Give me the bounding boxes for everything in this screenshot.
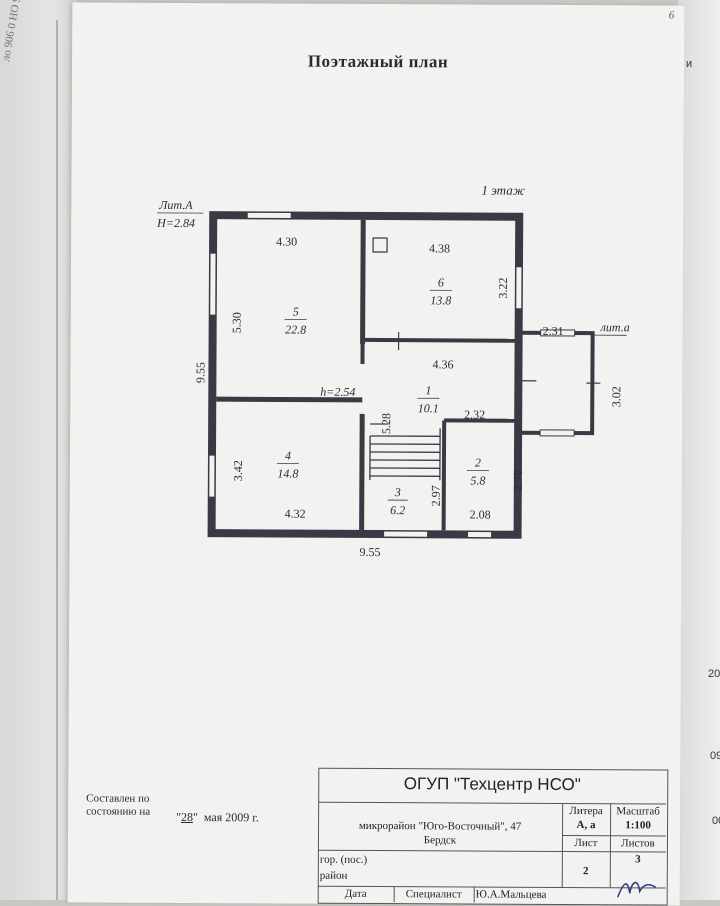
porch-wall <box>518 333 593 433</box>
signature <box>614 873 662 903</box>
window <box>210 253 216 315</box>
left-page-scribble: ло 906 0 НО 990 <box>0 0 25 62</box>
height-label: H=2.84 <box>156 216 195 230</box>
sheet-value: 2 <box>562 865 610 877</box>
window <box>209 455 215 497</box>
room-number: 3 <box>394 485 401 499</box>
org-name: ОГУП "Техцентр НСО" <box>318 774 666 796</box>
composed-label: Составлен по состоянию на <box>86 792 150 818</box>
room-area: 5.8 <box>470 473 485 487</box>
wall <box>363 340 517 341</box>
litera-header: Литера <box>562 805 610 817</box>
right-page-text: 00 <box>712 815 720 827</box>
right-page-text: и <box>686 58 692 70</box>
composed-line: Составлен по <box>86 792 150 805</box>
wall <box>362 414 363 530</box>
room-area: 13.8 <box>430 293 451 307</box>
litera-value: А, а <box>562 819 610 831</box>
room-number: 5 <box>293 305 299 319</box>
dim-label: 3.42 <box>231 460 245 481</box>
city-label: гор. (пос.) <box>320 854 367 866</box>
wall <box>363 220 364 344</box>
composed-day: 28 <box>181 810 193 824</box>
floor-label: 1 этаж <box>481 183 525 198</box>
window <box>247 212 291 218</box>
sheets-value: 3 <box>610 853 666 865</box>
dim-label: 2.97 <box>429 485 443 506</box>
dim-label: 4.36 <box>432 357 453 371</box>
dim-label: 2.31 <box>543 324 564 338</box>
dim-label: 5.28 <box>379 413 393 434</box>
stairs <box>370 428 440 480</box>
right-page-text: 09 <box>710 750 720 762</box>
sheets-header: Листов <box>610 837 666 849</box>
room-area: 14.8 <box>277 466 298 480</box>
floor-plan: 1 этаж Лит.А H=2.84 лит.а h=2.54 4.30 4.… <box>68 2 684 765</box>
window <box>384 531 428 537</box>
specialist-name: Ю.А.Мальцева <box>476 889 576 902</box>
window <box>468 531 492 537</box>
composed-date: "28" мая 2009 г. <box>176 811 259 824</box>
room-area: 6.2 <box>390 503 405 517</box>
dim-label: 2.08 <box>470 507 491 521</box>
room-area: 22.8 <box>285 323 306 337</box>
stove-icon <box>373 238 387 252</box>
left-page-binding <box>56 20 58 900</box>
room-number: 1 <box>425 383 431 397</box>
dim-label: 4.32 <box>285 507 306 521</box>
date-header: Дата <box>318 888 394 900</box>
address: микрорайон "Юго-Восточный", 47 <box>318 820 562 833</box>
dim-label: 3.02 <box>609 386 623 407</box>
window <box>516 267 522 309</box>
left-page-edge: ло 906 0 НО 990 <box>0 0 78 900</box>
document-sheet: 6 Поэтажный план <box>68 2 685 905</box>
composed-line: состоянию на <box>86 805 150 818</box>
right-page-edge: и 20 09 00 <box>678 0 720 900</box>
wall <box>444 420 445 530</box>
title-block: ОГУП "Техцентр НСО" микрорайон "Юго-Вост… <box>318 768 669 906</box>
dim-label: 4.38 <box>429 241 450 255</box>
sheet-header: Лист <box>562 837 610 849</box>
right-page-text: 20 <box>708 668 720 680</box>
window <box>540 430 574 436</box>
dim-label: 2.78 <box>511 470 525 491</box>
room-number: 6 <box>438 275 444 289</box>
dim-label: 5.30 <box>230 312 244 333</box>
dim-label: 9.55 <box>359 545 380 559</box>
room-number: 4 <box>285 449 291 463</box>
room-area: 10.1 <box>418 401 439 415</box>
lit-small-label: лит.а <box>600 320 630 334</box>
composed-month-year: мая 2009 г. <box>204 810 259 824</box>
dim-label: 4.30 <box>276 234 297 248</box>
dim-label: 2.32 <box>464 407 485 421</box>
scale-header: Масштаб <box>610 805 666 817</box>
specialist-header: Специалист <box>394 888 474 900</box>
h-label: h=2.54 <box>320 385 355 399</box>
scale-value: 1:100 <box>610 819 666 831</box>
dim-label: 9.55 <box>193 362 207 383</box>
city: Бердск <box>318 834 562 847</box>
dim-label: 3.22 <box>496 278 510 299</box>
wall <box>216 399 362 400</box>
lit-a-label: Лит.А <box>158 198 193 212</box>
room-number: 2 <box>475 456 481 470</box>
district-label: район <box>320 870 348 882</box>
